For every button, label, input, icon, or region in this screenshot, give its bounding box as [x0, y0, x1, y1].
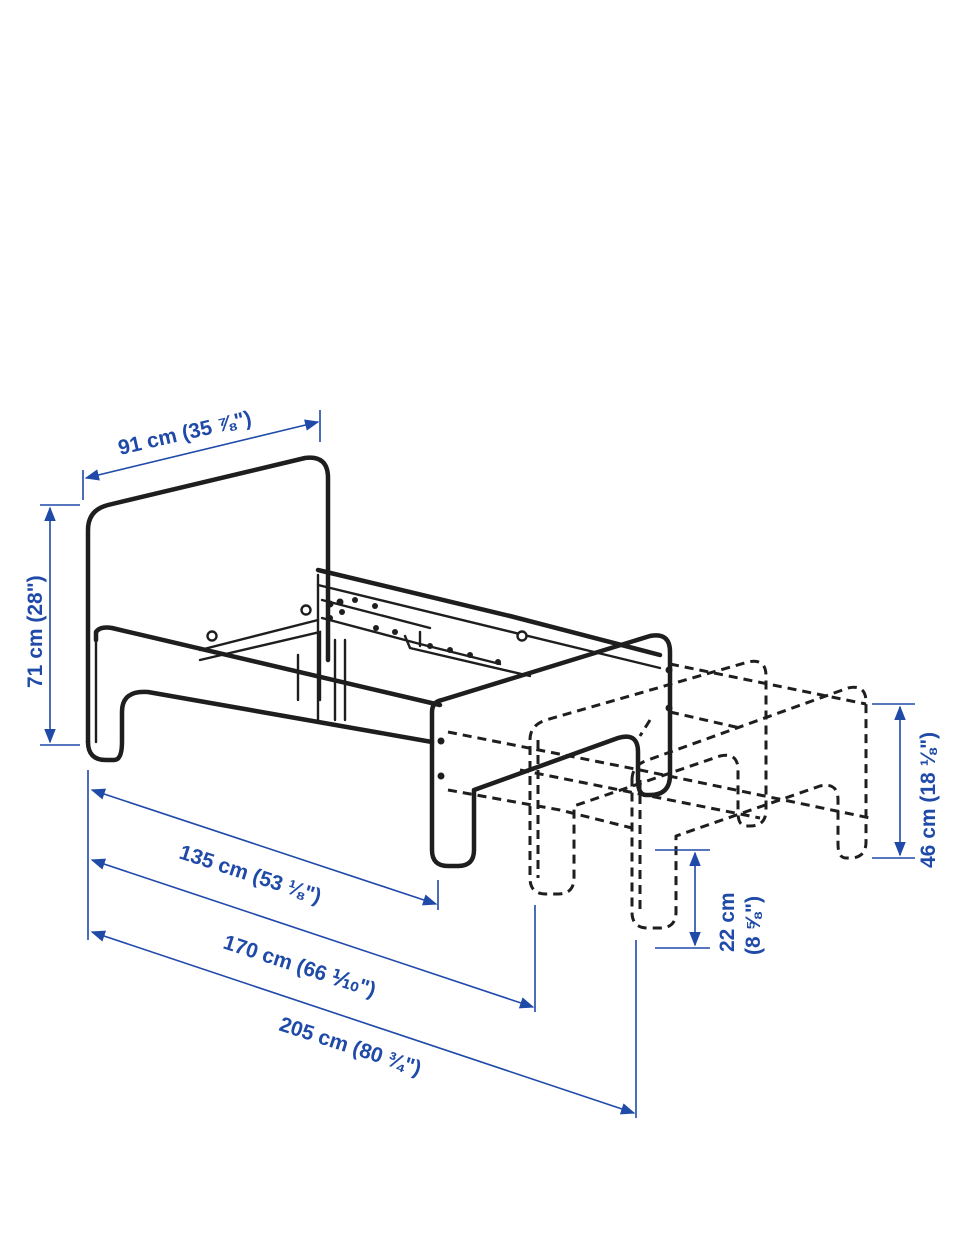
dimension-width: 91 cm (35 ⅞") — [82, 407, 321, 500]
footboard-long — [630, 685, 868, 930]
side-height-label: 46 cm (18 ⅛") — [917, 732, 940, 868]
length-long-label: 205 cm (80 ¾") — [276, 1013, 424, 1081]
width-label: 91 cm (35 ⅞") — [116, 407, 254, 460]
dimension-length-long: 205 cm (80 ¾") — [90, 930, 637, 1118]
clearance-inches-label: (8 ⅝") — [742, 896, 765, 955]
footboard — [429, 633, 673, 869]
side-rail — [85, 689, 435, 763]
length-short-label: 135 cm (53 ⅛") — [176, 841, 324, 909]
dimension-side-height: 46 cm (18 ⅛") — [872, 703, 940, 868]
bed-frame — [85, 455, 673, 869]
headboard — [85, 455, 331, 745]
dimension-clearance: 22 cm (8 ⅝") — [655, 849, 765, 955]
extended-footboards — [447, 659, 871, 930]
dimension-height: 71 cm (28") — [24, 504, 80, 746]
dimension-length-short: 135 cm (53 ⅛") — [87, 770, 439, 940]
extension-rail — [300, 567, 663, 678]
length-mid-label: 170 cm (66 ⅒") — [220, 931, 378, 1002]
inner-frame — [198, 573, 347, 722]
height-label: 71 cm (28") — [24, 575, 47, 688]
footboard-mid — [528, 659, 768, 896]
clearance-value-label: 22 cm — [716, 892, 739, 952]
